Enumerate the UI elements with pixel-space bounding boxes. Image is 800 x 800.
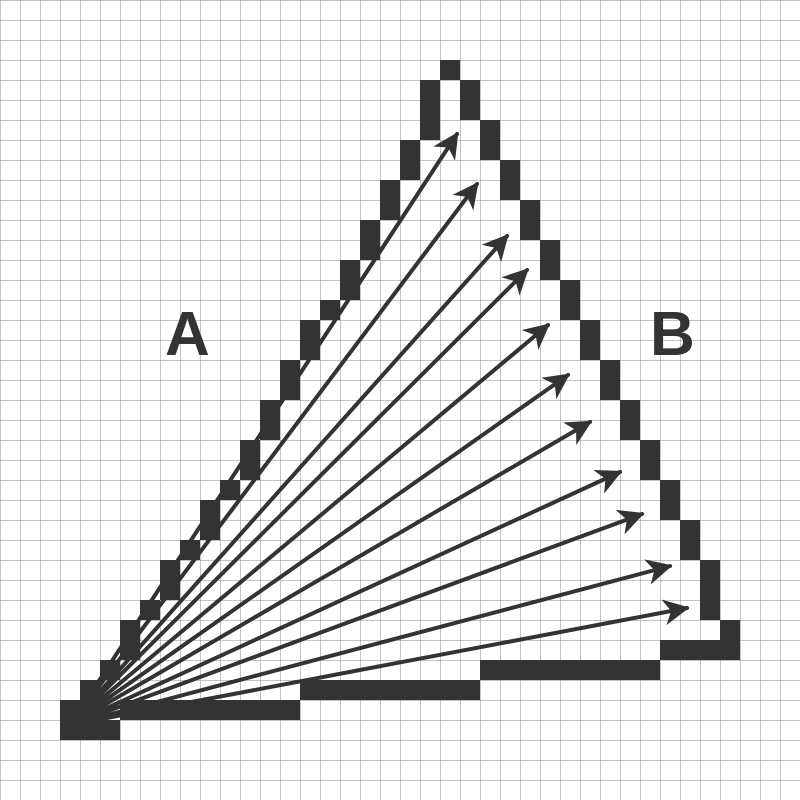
outline-cell <box>700 600 720 620</box>
outline-cell <box>200 700 220 720</box>
outline-cell <box>560 280 580 300</box>
outline-cell <box>380 200 400 220</box>
outline-cell <box>400 160 420 180</box>
outline-cell <box>320 680 340 700</box>
outline-cell <box>380 180 400 200</box>
outline-cell <box>440 680 460 700</box>
outline-cell <box>300 340 320 360</box>
outline-cell <box>360 240 380 260</box>
arrow <box>68 599 690 727</box>
outline-cell <box>600 360 620 380</box>
outline-cell <box>480 120 500 140</box>
outline-cell <box>660 500 680 520</box>
outline-cell <box>300 320 320 340</box>
arrow <box>68 509 645 727</box>
outline-cell <box>600 660 620 680</box>
outline-cell <box>280 700 300 720</box>
outline-cell <box>420 100 440 120</box>
outline-cell <box>580 660 600 680</box>
outline-cell <box>660 480 680 500</box>
outline-cell <box>100 720 120 740</box>
outline-cell <box>480 660 500 680</box>
outline-cell <box>360 680 380 700</box>
arrow <box>68 373 571 727</box>
outline-cell <box>720 640 740 660</box>
outline-cell <box>640 460 660 480</box>
outline-cell <box>540 240 560 260</box>
label-b: B <box>650 300 695 369</box>
outline-cell <box>620 420 640 440</box>
outline-cell <box>300 680 320 700</box>
arrow <box>68 181 479 727</box>
label-a: A <box>165 300 210 369</box>
arrow <box>68 268 529 727</box>
outline-cell <box>580 340 600 360</box>
arrow <box>68 420 593 727</box>
outline-cell <box>720 620 740 640</box>
outline-cell <box>260 700 280 720</box>
outline-cell <box>620 400 640 420</box>
outline-cell <box>460 100 480 120</box>
outline-cell <box>640 660 660 680</box>
arrow <box>68 131 459 727</box>
outline-cell <box>540 660 560 680</box>
outline-cell <box>340 260 360 280</box>
outline-cell <box>500 180 520 200</box>
arrow <box>68 469 623 727</box>
outline-cell <box>540 260 560 280</box>
outline-cell <box>500 160 520 180</box>
outline-cell <box>420 680 440 700</box>
outline-cell <box>660 640 680 660</box>
outline-cell <box>560 660 580 680</box>
outline-cell <box>340 680 360 700</box>
outline-cell <box>380 680 400 700</box>
outline-cell <box>360 220 380 240</box>
outline-cell <box>620 660 640 680</box>
outline-cell <box>600 380 620 400</box>
outline-cell <box>520 660 540 680</box>
outline-cell <box>520 200 540 220</box>
outline-cell <box>640 440 660 460</box>
outline-cell <box>280 360 300 380</box>
outline-cell <box>460 680 480 700</box>
outline-cell <box>680 540 700 560</box>
outline-cell <box>400 680 420 700</box>
outline-cell <box>420 80 440 100</box>
outline-cell <box>580 320 600 340</box>
outline-cell <box>420 120 440 140</box>
arrow <box>68 234 509 727</box>
arrow <box>68 559 673 727</box>
outline-cell <box>400 140 420 160</box>
outline-cell <box>700 560 720 580</box>
outline-cell <box>240 460 260 480</box>
outline-cell <box>440 60 460 80</box>
outline-cell <box>680 520 700 540</box>
outline-cell <box>700 580 720 600</box>
triangle-outline-cells <box>60 60 740 740</box>
outline-cell <box>700 640 720 660</box>
outline-cell <box>680 640 700 660</box>
outline-cell <box>240 700 260 720</box>
outline-cell <box>480 140 500 160</box>
outline-cell <box>320 300 340 320</box>
outline-cell <box>560 300 580 320</box>
outline-cell <box>180 540 200 560</box>
outline-cell <box>520 220 540 240</box>
outline-cell <box>460 80 480 100</box>
outline-cell <box>80 720 100 740</box>
outline-cell <box>340 280 360 300</box>
outline-cell <box>220 700 240 720</box>
arrow <box>68 323 550 727</box>
outline-cell <box>500 660 520 680</box>
arrow-fan <box>68 131 690 727</box>
